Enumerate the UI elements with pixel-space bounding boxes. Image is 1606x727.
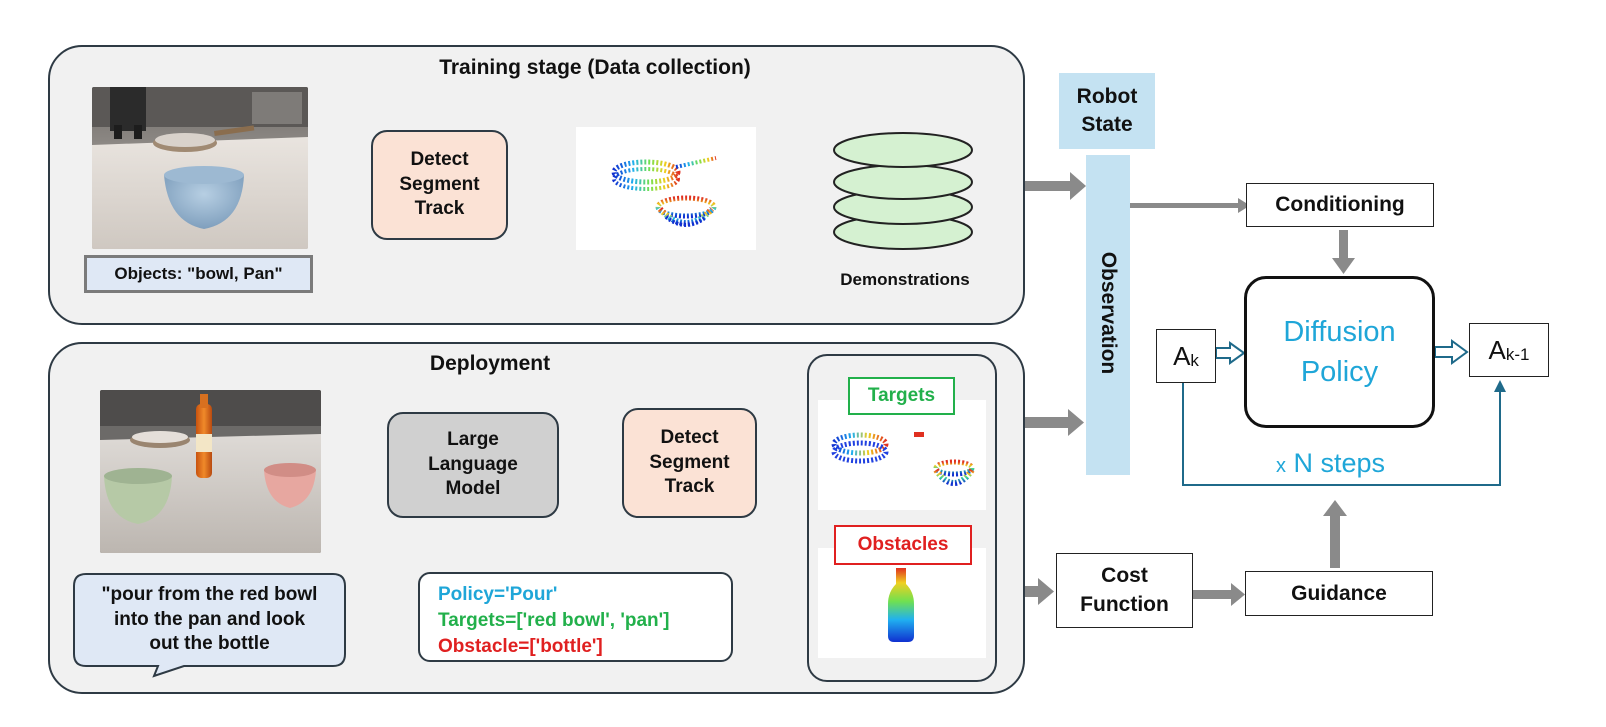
llm-plan-box: Policy='Pour' Targets=['red bowl', 'pan'… — [418, 572, 733, 662]
arrow-cost-to-guidance — [1193, 583, 1245, 606]
n-steps-loop-line — [1182, 380, 1506, 486]
segment-label: Segment — [399, 173, 480, 195]
training-detect-segment-track-box: Detect Segment Track — [371, 130, 508, 240]
instruction-speech-bubble: "pour from the red bowl into the pan and… — [72, 572, 347, 678]
observation-bar — [1086, 155, 1130, 475]
training-scene-photo — [92, 87, 308, 249]
robot-state-line-1: Robot — [1076, 84, 1138, 108]
training-pointcloud-image — [576, 127, 756, 250]
instruction-line-1: "pour from the red bowl — [101, 583, 318, 605]
targets-pointcloud-image — [818, 400, 986, 510]
conditioning-label: Conditioning — [1275, 193, 1405, 217]
robot-state-box: Robot State — [1059, 73, 1155, 149]
n-steps-text: N steps — [1293, 448, 1386, 478]
conditioning-box: Conditioning — [1246, 183, 1434, 227]
robot-state-line-2: State — [1081, 113, 1133, 136]
arrow-guidance-to-loop — [1323, 500, 1347, 568]
targets-label: Targets — [867, 385, 936, 406]
obstacles-label: Obstacles — [857, 534, 949, 555]
plan-obstacle: Obstacle=['bottle'] — [438, 636, 603, 658]
cost-label: Cost — [1101, 564, 1148, 588]
instruction-line-2: into the pan and look — [113, 608, 306, 630]
policy-label: Policy — [1300, 356, 1379, 388]
arrow-targets-to-observation — [992, 409, 1084, 436]
diffusion-policy-box: Diffusion Policy — [1244, 276, 1435, 428]
llm-line-3: Model — [445, 478, 501, 500]
deployment-title: Deployment — [429, 352, 551, 375]
objects-label: Objects: "bowl, Pan" — [114, 264, 283, 283]
arrow-policy-to-ak1 — [1434, 339, 1469, 365]
demonstrations-stack-icon — [830, 130, 976, 252]
arrow-ak-to-policy — [1215, 341, 1246, 365]
objects-label-box: Objects: "bowl, Pan" — [84, 255, 313, 293]
n-steps-label: x N steps — [1276, 448, 1416, 479]
deploy-segment-label: Segment — [649, 451, 730, 473]
demonstrations-label: Demonstrations — [840, 270, 970, 289]
deploy-detect-label: Detect — [660, 426, 719, 448]
arrow-observation-to-conditioning — [1130, 198, 1250, 213]
observation-label: Observation — [1097, 251, 1120, 375]
deploy-track-label: Track — [664, 476, 715, 498]
obstacles-pointcloud-image — [818, 548, 986, 658]
a-k1-sub: k-1 — [1505, 345, 1530, 364]
large-language-model-box: Large Language Model — [387, 412, 559, 518]
llm-line-2: Language — [428, 453, 518, 475]
cost-function-box: Cost Function — [1056, 553, 1193, 628]
obstacles-label-box: Obstacles — [834, 525, 972, 565]
instruction-line-3: out the bottle — [149, 633, 270, 655]
guidance-label: Guidance — [1291, 581, 1387, 605]
training-title: Training stage (Data collection) — [439, 56, 751, 79]
n-steps-prefix: x — [1276, 455, 1286, 477]
a-k-base: A — [1173, 340, 1191, 371]
plan-policy: Policy='Pour' — [438, 584, 558, 605]
targets-label-box: Targets — [848, 377, 955, 415]
function-label: Function — [1080, 592, 1169, 616]
guidance-box: Guidance — [1245, 571, 1433, 616]
arrow-demos-to-observation — [1010, 172, 1086, 200]
diffusion-label: Diffusion — [1283, 315, 1396, 348]
arrow-conditioning-to-policy — [1332, 230, 1355, 274]
a-k1-base: A — [1488, 334, 1506, 365]
a-k-sub: k — [1190, 351, 1199, 370]
track-label: Track — [414, 198, 465, 220]
plan-targets: Targets=['red bowl', 'pan'] — [438, 610, 670, 632]
detect-label: Detect — [410, 148, 469, 170]
llm-line-1: Large — [447, 428, 499, 450]
deployment-scene-photo — [100, 390, 321, 553]
deployment-detect-segment-track-box: Detect Segment Track — [622, 408, 757, 518]
